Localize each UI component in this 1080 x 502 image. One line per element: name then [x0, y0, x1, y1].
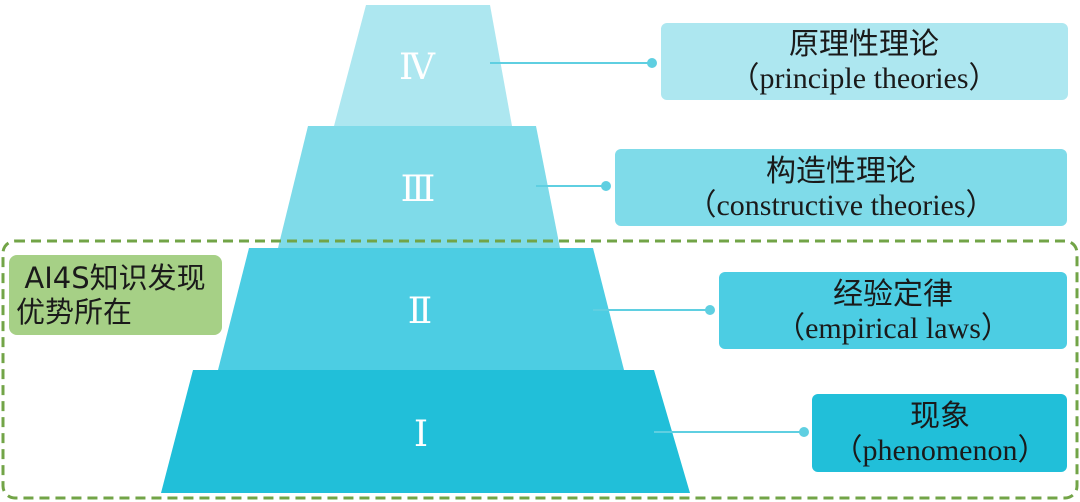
tier-2-connector	[593, 305, 715, 315]
tier-4-label-en: （principle theories）	[729, 62, 998, 95]
tier-4-connector	[490, 58, 657, 68]
tier-1-label-cn: 现象	[910, 399, 970, 434]
tier-4-label-cn: 原理性理论	[789, 27, 939, 62]
tier-1-label-en: （phenomenon）	[833, 434, 1048, 467]
tier-3-label-en: （constructive theories）	[686, 189, 995, 222]
tier-2-numeral: Ⅱ	[408, 291, 432, 331]
tier-1-label-box: 现象 （phenomenon）	[812, 394, 1067, 472]
tier-3-numeral: Ⅲ	[401, 169, 436, 209]
tier-3-label-cn: 构造性理论	[766, 154, 916, 189]
tier-3-trapezoid	[278, 126, 560, 248]
tier-4-label-box: 原理性理论 （principle theories）	[661, 23, 1068, 100]
tier-2-label-box: 经验定律 （empirical laws）	[719, 272, 1067, 349]
tier-1-numeral: Ⅰ	[414, 414, 428, 454]
tier-2-label-en: （empirical laws）	[775, 312, 1011, 345]
tier-3-label-box: 构造性理论 （constructive theories）	[615, 149, 1067, 226]
ai4s-region-label: AI4S知识发现 优势所在	[9, 255, 222, 335]
tier-1-trapezoid	[161, 370, 690, 493]
tier-2-label-cn: 经验定律	[833, 277, 953, 312]
ai4s-region-label-line1: AI4S知识发现	[24, 261, 205, 295]
tier-1-connector	[654, 427, 809, 437]
tier-4-numeral: Ⅳ	[399, 47, 436, 87]
tier-4-trapezoid	[334, 5, 512, 126]
tier-3-connector	[536, 181, 611, 191]
ai4s-region-border	[1, 239, 1079, 500]
ai4s-region-label-line2: 优势所在	[16, 295, 132, 329]
tier-2-trapezoid	[218, 248, 624, 370]
